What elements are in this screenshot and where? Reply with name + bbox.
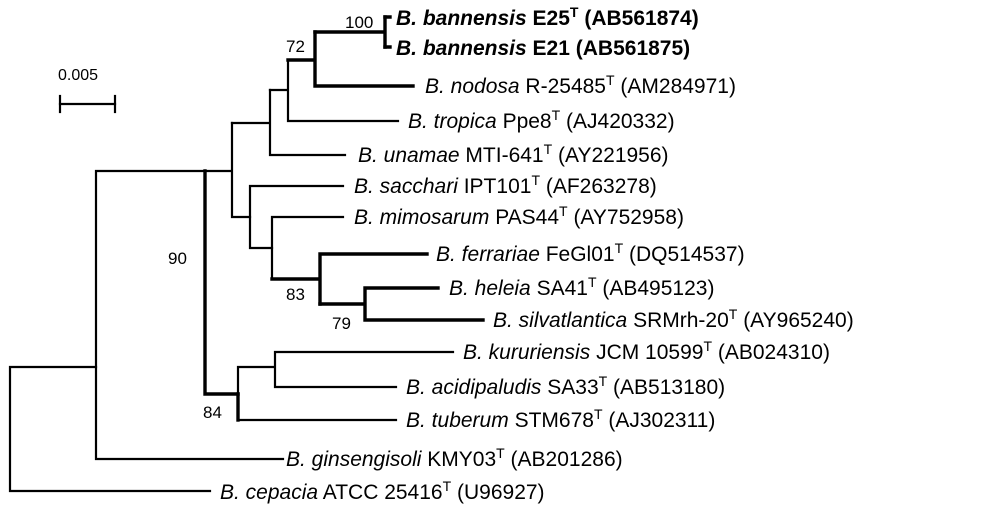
- leaf-label: B. mimosarum PAS44T (AY752958): [354, 203, 684, 229]
- branch-unamae-clade: [230, 88, 347, 157]
- branch-bannensis-clade: [313, 15, 387, 49]
- branch-sacchari-clade: [248, 184, 345, 250]
- leaf-label: B. bannensis E25T (AB561874): [396, 4, 699, 30]
- leaf-label: B. heleia SA41T (AB495123): [449, 274, 714, 300]
- leaf-label: B. tuberum STM678T (AJ302311): [406, 406, 715, 432]
- leaf-label: B. acidipaludis SA33T (AB513180): [406, 373, 725, 399]
- bootstrap-100: 100: [345, 13, 373, 32]
- leaf-label: B. sacchari IPT101T (AF263278): [354, 172, 657, 198]
- bootstrap-90: 90: [168, 249, 187, 268]
- bootstrap-84: 84: [203, 403, 222, 422]
- branch-clade90-upper: [203, 121, 252, 219]
- leaf-label: B. ferrariae FeGl01T (DQ514537): [436, 240, 745, 266]
- branch-clade84-inner: [236, 350, 455, 422]
- leaf-label: B. nodosa R-25485T (AM284971): [425, 72, 736, 98]
- branch-clade90: [203, 169, 240, 396]
- branch-root: [8, 365, 212, 493]
- branch-nodosa-clade: [286, 30, 415, 88]
- branch-clade83: [270, 252, 429, 306]
- branch-clade79: [318, 286, 485, 322]
- branch-ingroup: [94, 169, 285, 461]
- leaf-label: B. unamae MTI-641T (AY221956): [358, 141, 669, 167]
- leaf-label: B. silvatlantica SRMrh-20T (AY965240): [493, 306, 854, 332]
- bootstrap-values: 100 72 90 83 79 84: [168, 13, 373, 422]
- bootstrap-83: 83: [286, 285, 305, 304]
- branch-mimosarum-clade: [270, 215, 345, 281]
- tree-branches: [8, 15, 485, 493]
- leaf-label: B. kururiensis JCM 10599T (AB024310): [463, 338, 830, 364]
- leaf-label: B. ginsengisoli KMY03T (AB201286): [286, 445, 623, 471]
- branch-tropica-clade: [268, 58, 400, 123]
- leaf-label: B. tropica Ppe8T (AJ420332): [408, 107, 675, 133]
- scale-bar: 0.005: [58, 67, 117, 114]
- bootstrap-72: 72: [286, 37, 305, 56]
- leaf-label: B. cepacia ATCC 25416T (U96927): [220, 478, 545, 504]
- scale-bar-label: 0.005: [58, 67, 98, 84]
- leaf-label: B. bannensis E21 (AB561875): [396, 37, 690, 60]
- leaf-labels: B. bannensis E25T (AB561874) B. bannensi…: [220, 4, 854, 504]
- bootstrap-79: 79: [332, 314, 351, 333]
- branch-bannensis-tips: [383, 15, 392, 49]
